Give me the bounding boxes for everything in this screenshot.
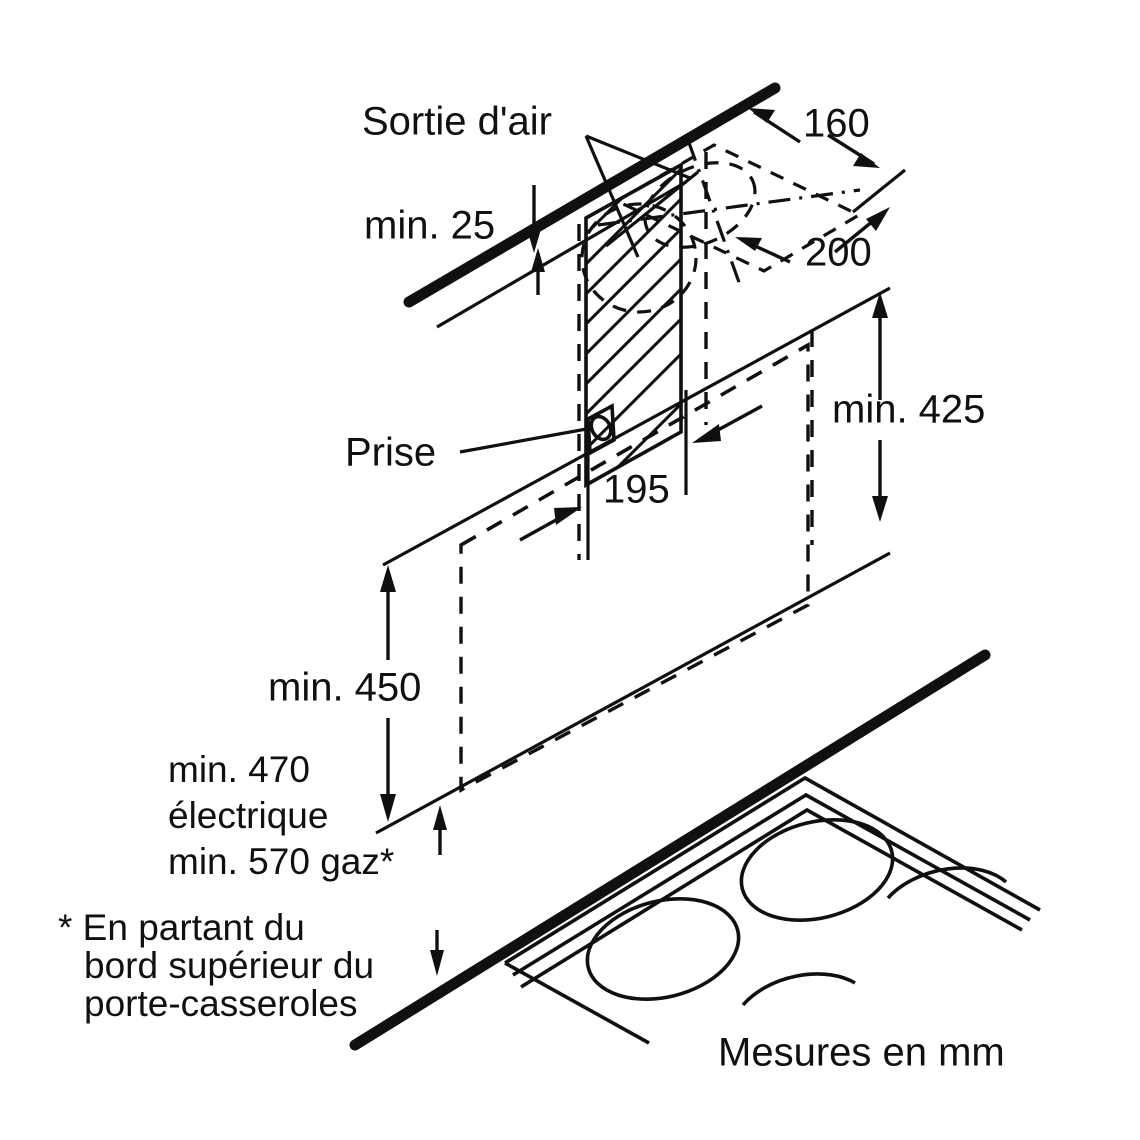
- dim-195-label: 195: [603, 468, 670, 512]
- dim-min25-lower-arrowhead: [531, 248, 545, 272]
- dim-160-upper-arrowhead: [748, 108, 775, 123]
- dim-195-left-arrow-line: [519, 518, 557, 542]
- dim-min570-gas-label: min. 570 gaz*: [168, 841, 394, 882]
- dim-160-label: 160: [803, 102, 870, 146]
- air-outlet-leader-1: [585, 134, 691, 180]
- air-outlet-leader-2: [584, 135, 640, 258]
- dim-min470-label: min. 470: [168, 749, 310, 790]
- hob-burner-front: [585, 897, 741, 1001]
- hob-pointer-arrowhead: [430, 950, 444, 976]
- dim-min470-570-group: min. 470 électrique min. 570 gaz*: [168, 749, 447, 882]
- hood-body-outline: [459, 342, 810, 793]
- dim-min570-arrowhead: [433, 805, 447, 830]
- duct-collar-ellipse: [643, 161, 757, 249]
- wall-extension-lines-group: [577, 152, 708, 560]
- hob-frame-outer: [504, 775, 1041, 965]
- dim-200-label: 200: [805, 231, 872, 275]
- hob-burner-rear: [739, 818, 895, 922]
- dim-160-group: 160: [748, 102, 907, 214]
- dim-min25-upper-arrowhead: [527, 229, 541, 253]
- footnote-group: * En partant du bord supérieur du porte-…: [58, 907, 374, 1024]
- ceiling-line: [403, 82, 781, 308]
- footnote-line-2: bord supérieur du: [84, 945, 374, 986]
- hood-body-group: [459, 342, 810, 793]
- socket-label-group: Prise: [345, 426, 593, 475]
- dim-160-ext-line: [851, 168, 907, 214]
- countertop-edge-line: [349, 649, 991, 1051]
- countertop-group: [349, 649, 991, 1051]
- wall-section-outline: [584, 161, 683, 489]
- hood-top-plan-outline: [613, 143, 863, 273]
- dim-min450-upper-arrowhead: [380, 565, 396, 592]
- hob-burner-bottom-arc: [741, 972, 856, 1007]
- dim-200-left-arrowhead: [735, 237, 762, 251]
- air-outlet-label: Sortie d'air: [362, 100, 552, 144]
- wall-plane-bottom-edge: [375, 551, 891, 835]
- hob-frame-mid: [512, 792, 1031, 977]
- dim-200-group: 200: [735, 207, 890, 275]
- hob-burner-right-arc: [886, 866, 1008, 900]
- dim-195-right-arrow-line: [717, 404, 763, 432]
- dim-min425-group: min. 425: [810, 292, 985, 545]
- dim-195-group: 195: [519, 390, 763, 560]
- air-outlet-hole-ellipse: [580, 202, 698, 314]
- dim-200-right-arrowhead: [866, 207, 890, 231]
- wall-plane-top-edge: [382, 286, 891, 567]
- dim-min25-group: min. 25: [364, 185, 545, 295]
- air-outlet-label-group: Sortie d'air: [362, 100, 700, 258]
- wall-section-group: [580, 161, 698, 489]
- hob-frame-bottom: [504, 961, 650, 1045]
- hob-group: [504, 775, 1041, 1045]
- air-outlet-leader-3: [604, 170, 700, 248]
- footnote-line-3: porte-casseroles: [84, 983, 358, 1024]
- socket-leader-line: [459, 426, 593, 454]
- ceiling-line-group: [403, 82, 781, 308]
- footnote-line-1: * En partant du: [58, 907, 305, 948]
- dim-min425-label: min. 425: [832, 388, 985, 432]
- hob-frame-inner: [520, 807, 1023, 989]
- dim-195-right-arrowhead: [692, 424, 721, 443]
- socket-label: Prise: [345, 431, 436, 475]
- units-caption: Mesures en mm: [718, 1031, 1005, 1075]
- dim-min425-upper-arrowhead: [872, 292, 888, 318]
- dim-160-lower-arrowhead: [853, 153, 880, 168]
- dim-195-left-arrowhead: [554, 507, 582, 525]
- socket-ellipse: [589, 414, 613, 442]
- dim-min25-label: min. 25: [364, 204, 495, 248]
- hood-body-upper-edge: [460, 343, 809, 547]
- dim-min450-lower-arrowhead: [380, 794, 396, 822]
- dim-min425-lower-arrowhead: [872, 496, 888, 522]
- dim-min450-group: min. 450: [268, 565, 421, 822]
- dim-min450-label: min. 450: [268, 666, 421, 710]
- hob-pointer-group: [430, 930, 444, 976]
- dim-electrique-label: électrique: [168, 795, 328, 836]
